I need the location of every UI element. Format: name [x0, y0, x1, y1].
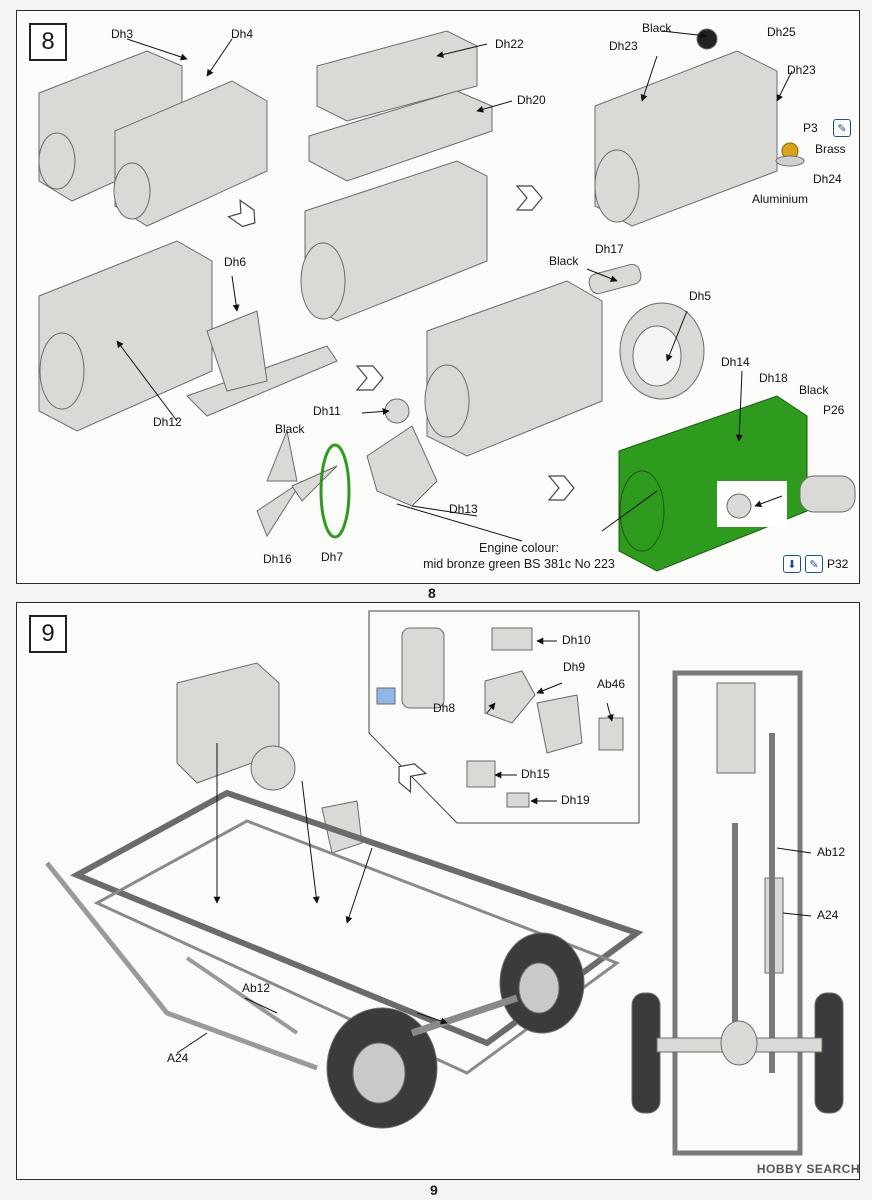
pencil-icon: ✎ — [833, 119, 851, 137]
label-dh11: Dh11 — [313, 404, 341, 418]
watermark: HOBBY SEARCH — [756, 1162, 860, 1176]
step-9-panel: 9 — [16, 602, 860, 1180]
block-half-right — [114, 80, 268, 227]
engine-colour-title: Engine colour: — [479, 541, 559, 555]
label-ab12-right: Ab12 — [817, 845, 846, 859]
label-dh17: Dh17 — [595, 242, 624, 256]
step-9-illustration — [45, 610, 844, 1156]
label-ab12-left: Ab12 — [242, 981, 271, 995]
label-dh15: Dh15 — [521, 767, 550, 781]
label-dh16: Dh16 — [263, 552, 292, 566]
page-number-9: 9 — [430, 1182, 438, 1198]
label-dh23b: Dh23 — [787, 63, 816, 77]
label-a24-left: A24 — [167, 1051, 189, 1065]
step-number: 9 — [29, 615, 67, 653]
label-aluminium: Aluminium — [752, 192, 809, 206]
step-number: 8 — [29, 23, 67, 61]
label-dh14: Dh14 — [721, 355, 750, 369]
label-dh23a: Dh23 — [609, 39, 638, 53]
label-dh10: Dh10 — [562, 633, 591, 647]
label-black-right: Black — [799, 383, 829, 397]
page-number-8: 8 — [428, 585, 436, 601]
green-engine — [618, 395, 808, 572]
engine-colour-spec: mid bronze green BS 381c No 223 — [423, 557, 615, 572]
label-dh9: Dh9 — [563, 660, 586, 674]
label-ab46: Ab46 — [597, 677, 626, 691]
label-dh18: Dh18 — [759, 371, 788, 385]
label-dh3: Dh3 — [111, 27, 134, 41]
step-8-illustration — [38, 28, 856, 572]
label-dh25: Dh25 — [767, 25, 796, 39]
label-black-dh17: Black — [549, 254, 579, 268]
label-dh12: Dh12 — [153, 415, 182, 429]
download-icon: ⬇ — [783, 555, 801, 573]
engine-colour-note: Engine colour: mid bronze green BS 381c … — [389, 540, 649, 573]
label-dh4: Dh4 — [231, 27, 254, 41]
label-dh5: Dh5 — [689, 289, 712, 303]
label-dh7: Dh7 — [321, 550, 344, 564]
label-p26: P26 — [823, 403, 845, 417]
label-black-fan: Black — [275, 422, 305, 436]
label-brass: Brass — [815, 142, 846, 156]
label-dh6: Dh6 — [224, 255, 247, 269]
step-8-panel: 8 — [16, 10, 860, 584]
label-dh13: Dh13 — [449, 502, 478, 516]
label-dh19: Dh19 — [561, 793, 590, 807]
label-a24-right: A24 — [817, 908, 839, 922]
label-dh20: Dh20 — [517, 93, 546, 107]
label-black-top: Black — [642, 21, 672, 35]
pencil-icon: ✎ — [805, 555, 823, 573]
label-dh22: Dh22 — [495, 37, 524, 51]
label-p3: P3 — [803, 121, 818, 135]
label-dh24: Dh24 — [813, 172, 842, 186]
label-dh8: Dh8 — [433, 701, 456, 715]
label-p32: P32 — [827, 557, 849, 571]
